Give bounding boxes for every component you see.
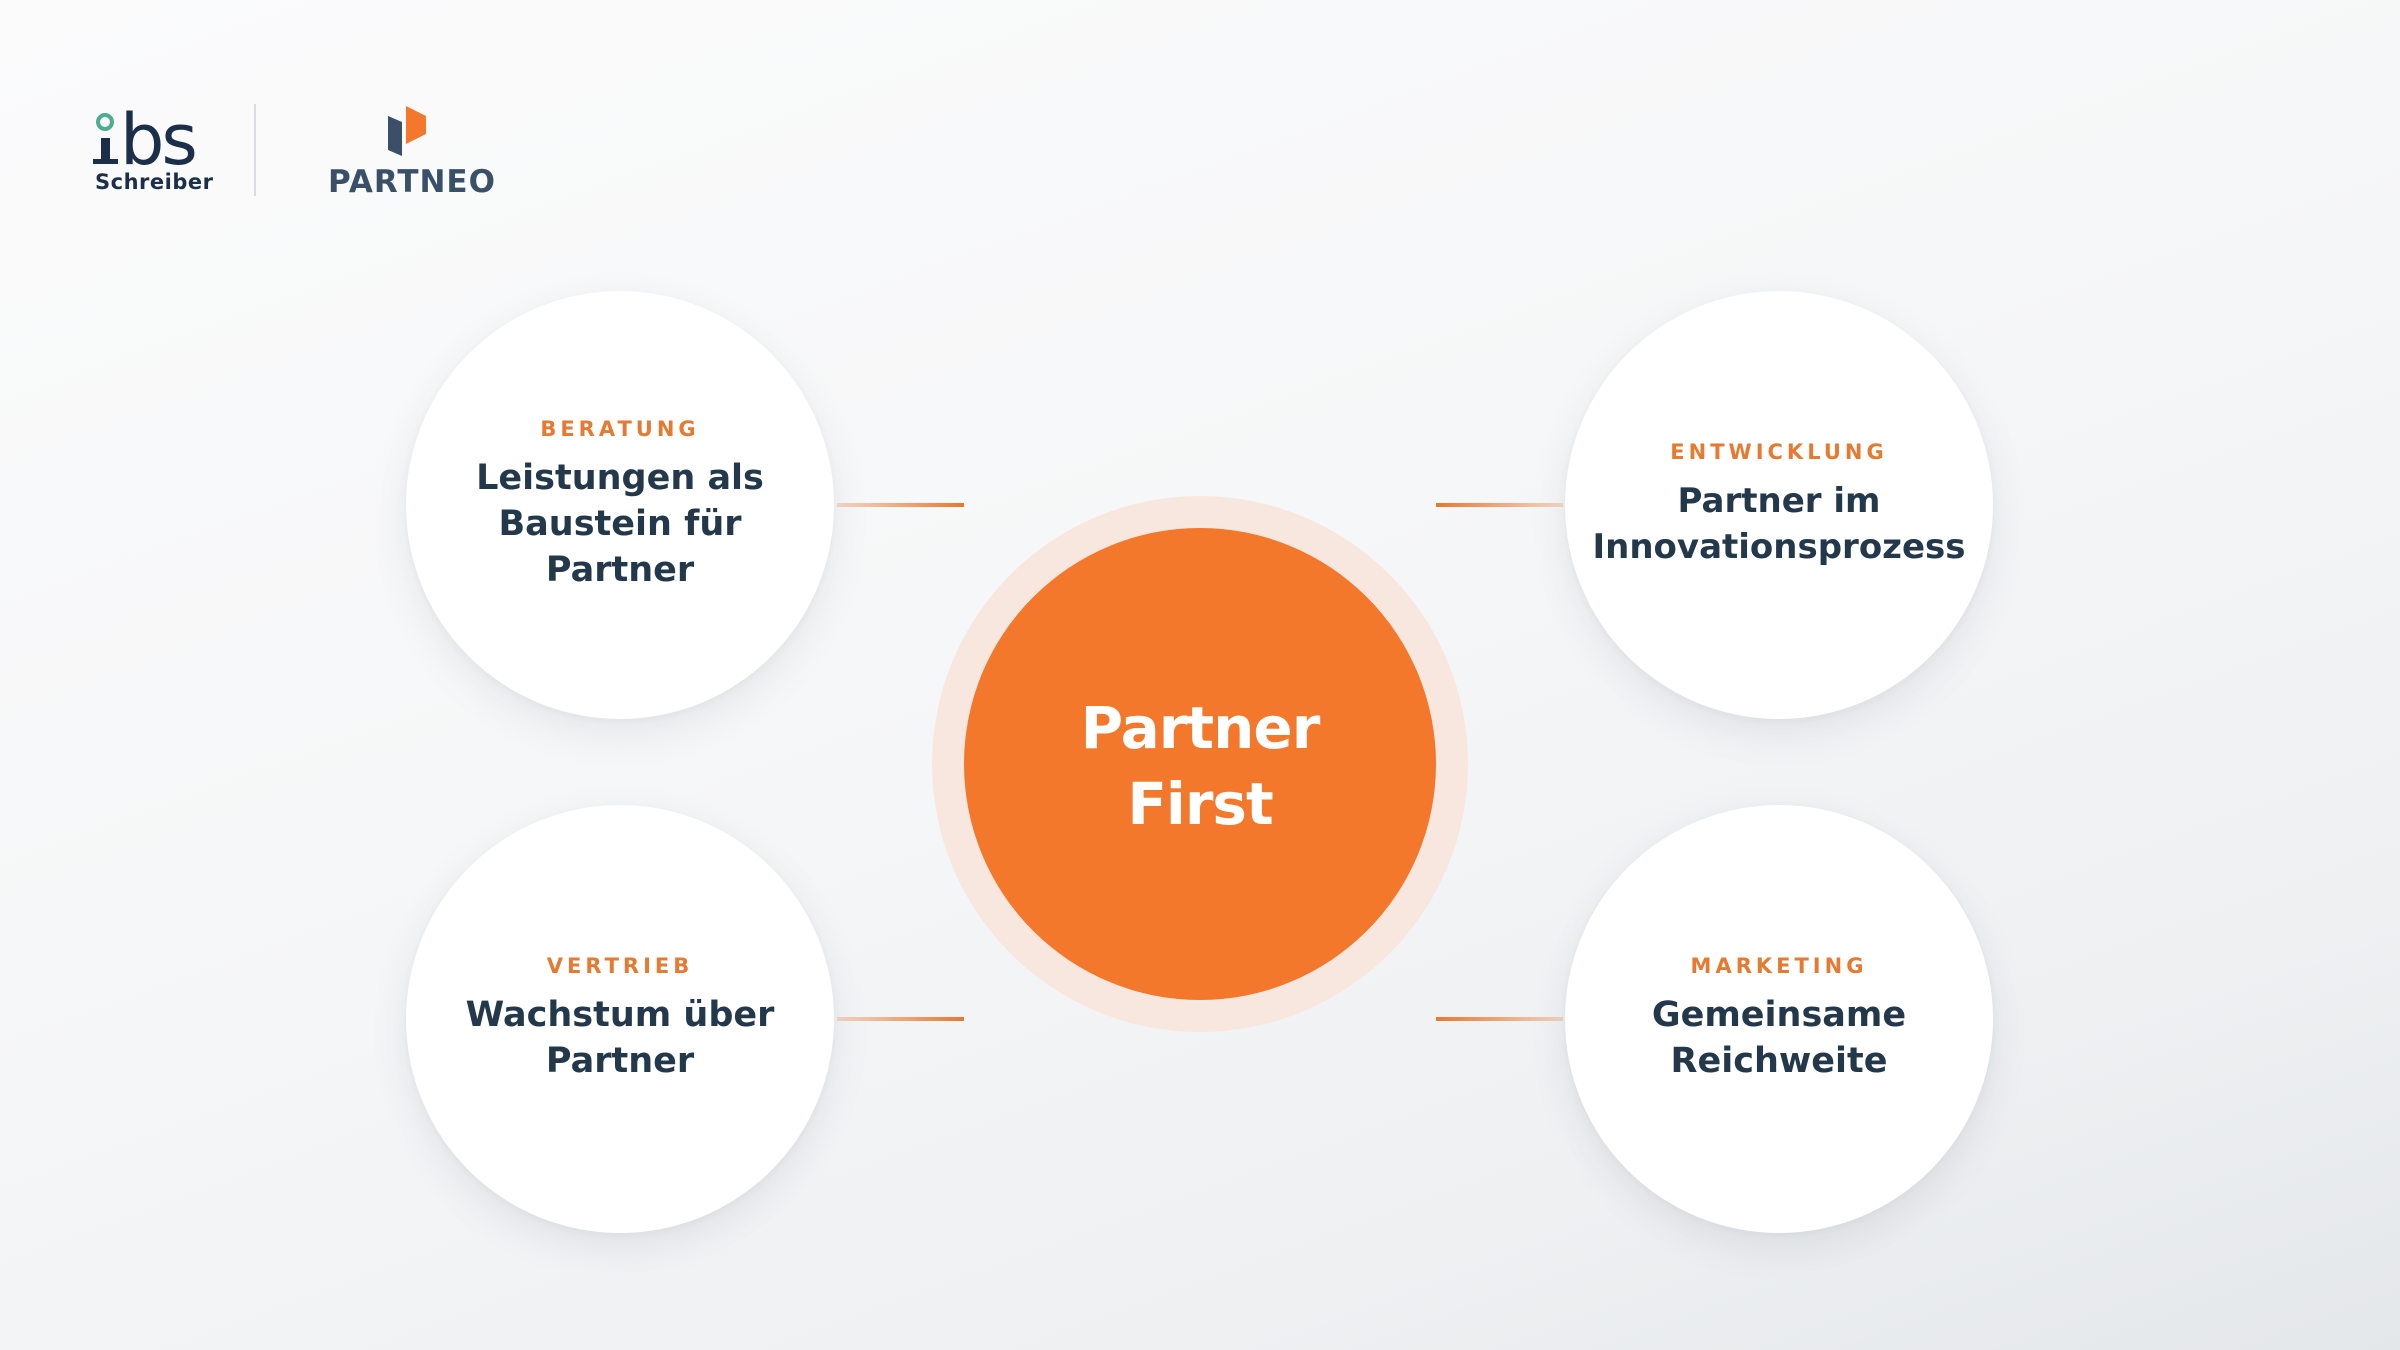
connector-top-right (1436, 503, 1563, 507)
connector-bottom-right (1436, 1017, 1563, 1021)
partneo-logo-word: PARTNEO (328, 164, 496, 200)
center-label-line2: First (1127, 770, 1273, 838)
ibs-schreiber-logo: bs Schreiber (92, 100, 214, 200)
logo-divider (254, 104, 256, 196)
node-category: VERTRIEB (546, 954, 694, 978)
ibs-logo-word: Schreiber (95, 170, 214, 194)
node-text-line: Innovationsprozess (1592, 527, 1966, 567)
node-text: Leistungen als Baustein für Partner (430, 455, 810, 593)
partneo-logo: PARTNEO (326, 104, 496, 204)
node-text-line: Reichweite (1670, 1041, 1888, 1081)
connector-bottom-left (837, 1017, 964, 1021)
node-text-line: Wachstum über (465, 995, 775, 1035)
center-label: Partner First (1020, 690, 1380, 842)
node-text-line: Leistungen als (476, 458, 764, 498)
node-category: MARKETING (1690, 954, 1868, 978)
node-text: Gemeinsame Reichweite (1589, 992, 1969, 1084)
center-circle: Partner First (964, 528, 1436, 1000)
partneo-mark-icon (388, 106, 426, 156)
center-label-line1: Partner (1080, 694, 1321, 762)
node-vertrieb: VERTRIEB Wachstum über Partner (406, 805, 834, 1233)
node-text-line: Partner (545, 550, 695, 590)
node-text-line: Partner (545, 1041, 695, 1081)
svg-text:bs: bs (120, 100, 195, 170)
node-text-line: Baustein für (498, 504, 742, 544)
node-text: Partner im Innovationsprozess (1574, 478, 1984, 570)
node-text-line: Gemeinsame (1651, 995, 1907, 1035)
node-category: ENTWICKLUNG (1670, 440, 1888, 464)
node-marketing: MARKETING Gemeinsame Reichweite (1565, 805, 1993, 1233)
node-text: Wachstum über Partner (430, 992, 810, 1084)
ibs-logo-mark-icon: bs (93, 100, 198, 170)
node-entwicklung: ENTWICKLUNG Partner im Innovationsprozes… (1565, 291, 1993, 719)
node-category: BERATUNG (540, 417, 700, 441)
node-text-line: Partner im (1677, 481, 1881, 521)
connector-top-left (837, 503, 964, 507)
node-beratung: BERATUNG Leistungen als Baustein für Par… (406, 291, 834, 719)
